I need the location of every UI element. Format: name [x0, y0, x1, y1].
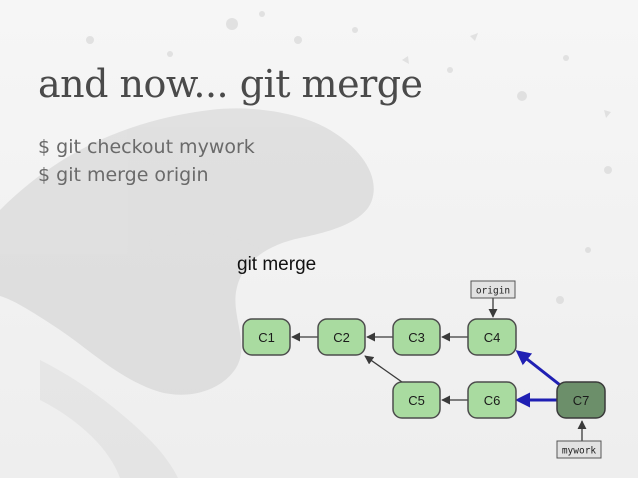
ref-mywork: mywork	[556, 440, 602, 459]
commit-c6: C6	[467, 381, 517, 419]
commit-c2: C2	[317, 318, 366, 356]
edge-c5-c2	[364, 355, 403, 383]
commit-label: C3	[408, 330, 425, 345]
commit-c7-merge: C7	[556, 381, 606, 419]
ref-origin: origin	[470, 280, 516, 299]
commit-label: C5	[408, 393, 425, 408]
commit-label: C4	[484, 330, 501, 345]
commit-label: C1	[258, 330, 275, 345]
diagram-title: git merge	[237, 254, 316, 275]
commit-label: C6	[484, 393, 501, 408]
command-line-checkout: $ git checkout mywork	[38, 136, 255, 158]
commit-label: C7	[573, 393, 590, 408]
commit-c1: C1	[242, 318, 291, 356]
command-list: $ git checkout mywork $ git merge origin	[38, 133, 255, 189]
edge-c7-c4	[515, 350, 561, 387]
commit-c5: C5	[392, 381, 441, 419]
ref-label: mywork	[562, 446, 597, 457]
slide-title: and now... git merge	[38, 62, 423, 106]
commit-c4: C4	[467, 318, 517, 356]
ref-label: origin	[476, 286, 510, 297]
commit-label: C2	[333, 330, 350, 345]
command-line-merge: $ git merge origin	[38, 164, 209, 186]
commit-c3: C3	[392, 318, 441, 356]
